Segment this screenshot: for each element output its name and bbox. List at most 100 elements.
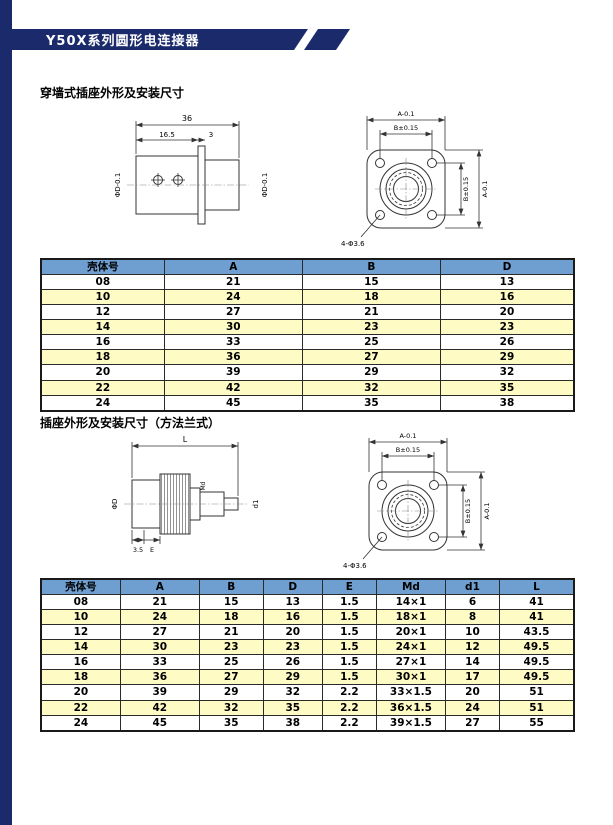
table-cell: 33 xyxy=(119,654,200,671)
dia-right-label: d1 xyxy=(252,500,260,509)
table-cell: 30 xyxy=(163,319,303,336)
dim-a-label: A-0.1 xyxy=(397,110,414,118)
column-header: L xyxy=(499,578,575,596)
table-cell: 29 xyxy=(198,684,264,701)
table-cell: 20 xyxy=(262,624,323,641)
table-cell: 21 xyxy=(163,274,303,291)
table-cell: 10 xyxy=(40,289,165,306)
table-cell: 21 xyxy=(119,594,200,611)
table-cell: 8 xyxy=(444,609,501,626)
table-cell: 33×1.5 xyxy=(375,684,446,701)
table-cell: 39 xyxy=(163,364,303,381)
dim-e-label: E xyxy=(150,546,154,554)
table-cell: 43.5 xyxy=(499,624,575,641)
table-cell: 24 xyxy=(163,289,303,306)
table-cell: 24 xyxy=(40,714,121,732)
column-header: E xyxy=(321,578,377,596)
table-cell: 13 xyxy=(439,274,575,291)
section2-title: 插座外形及安装尺寸（方法兰式） xyxy=(40,416,221,430)
table-cell: 42 xyxy=(119,699,200,716)
table-cell: 23 xyxy=(301,319,441,336)
table-cell: 25 xyxy=(301,334,441,351)
table-cell: 20 xyxy=(439,304,575,321)
table-cell: 12 xyxy=(40,624,121,641)
column-header: 壳体号 xyxy=(40,258,165,276)
table-cell: 12 xyxy=(444,639,501,656)
table-cell: 38 xyxy=(439,394,575,412)
table-cell: 14 xyxy=(40,319,165,336)
table-cell: 15 xyxy=(198,594,264,611)
table-cell: 16 xyxy=(40,334,165,351)
section1-drawings: 36 16.5 3 ΦD-0.1 ΦD-0.1 xyxy=(40,106,575,251)
table-cell: 32 xyxy=(439,364,575,381)
table-cell: 27 xyxy=(301,349,441,366)
side-view-drawing-2: L ΦD Md d1 3.5 E xyxy=(111,435,260,554)
table-cell: 41 xyxy=(499,609,575,626)
table-cell: 6 xyxy=(444,594,501,611)
table-cell: 36 xyxy=(163,349,303,366)
dim-front-length-label: 16.5 xyxy=(159,131,175,139)
table-cell: 20 xyxy=(444,684,501,701)
table-cell: 15 xyxy=(301,274,441,291)
table-cell: 49.5 xyxy=(499,654,575,671)
table-cell: 16 xyxy=(40,654,121,671)
table-cell: 27×1 xyxy=(375,654,446,671)
dim-b-label: B±0.15 xyxy=(393,124,417,132)
table-cell: 2.2 xyxy=(321,684,377,701)
table-cell: 27 xyxy=(198,669,264,686)
section2-drawings: L ΦD Md d1 3.5 E xyxy=(40,428,575,573)
page-title: Y50X系列圆形电连接器 xyxy=(46,34,200,49)
table-cell: 38 xyxy=(262,714,323,732)
table-cell: 23 xyxy=(198,639,264,656)
column-header: B xyxy=(301,258,441,276)
dim-a-right-label: A-0.1 xyxy=(483,503,491,520)
table-cell: 1.5 xyxy=(321,609,377,626)
table-cell: 24×1 xyxy=(375,639,446,656)
table-cell: 23 xyxy=(262,639,323,656)
table-cell: 55 xyxy=(499,714,575,732)
column-header: 壳体号 xyxy=(40,578,121,596)
table-cell: 16 xyxy=(262,609,323,626)
table-cell: 23 xyxy=(439,319,575,336)
header-decoration-stripe xyxy=(304,29,350,50)
table-cell: 16 xyxy=(439,289,575,306)
table-cell: 10 xyxy=(40,609,121,626)
table-cell: 32 xyxy=(198,699,264,716)
table-cell: 18 xyxy=(301,289,441,306)
dim-b-right-label: B±0.15 xyxy=(462,177,470,201)
dim-a-label: A-0.1 xyxy=(400,432,417,440)
table-cell: 45 xyxy=(119,714,200,732)
table-cell: 27 xyxy=(119,624,200,641)
table-cell: 26 xyxy=(262,654,323,671)
table-cell: 49.5 xyxy=(499,639,575,656)
table-cell: 20×1 xyxy=(375,624,446,641)
table-cell: 25 xyxy=(198,654,264,671)
column-header: D xyxy=(439,258,575,276)
column-header: B xyxy=(198,578,264,596)
table-cell: 32 xyxy=(262,684,323,701)
table-cell: 29 xyxy=(262,669,323,686)
dia-right-label: ΦD-0.1 xyxy=(261,173,269,198)
dia-left-label: ΦD xyxy=(111,499,119,510)
table-cell: 1.5 xyxy=(321,624,377,641)
table-cell: 26 xyxy=(439,334,575,351)
column-header: A xyxy=(119,578,200,596)
side-view-drawing-1: 36 16.5 3 ΦD-0.1 ΦD-0.1 xyxy=(114,114,269,225)
